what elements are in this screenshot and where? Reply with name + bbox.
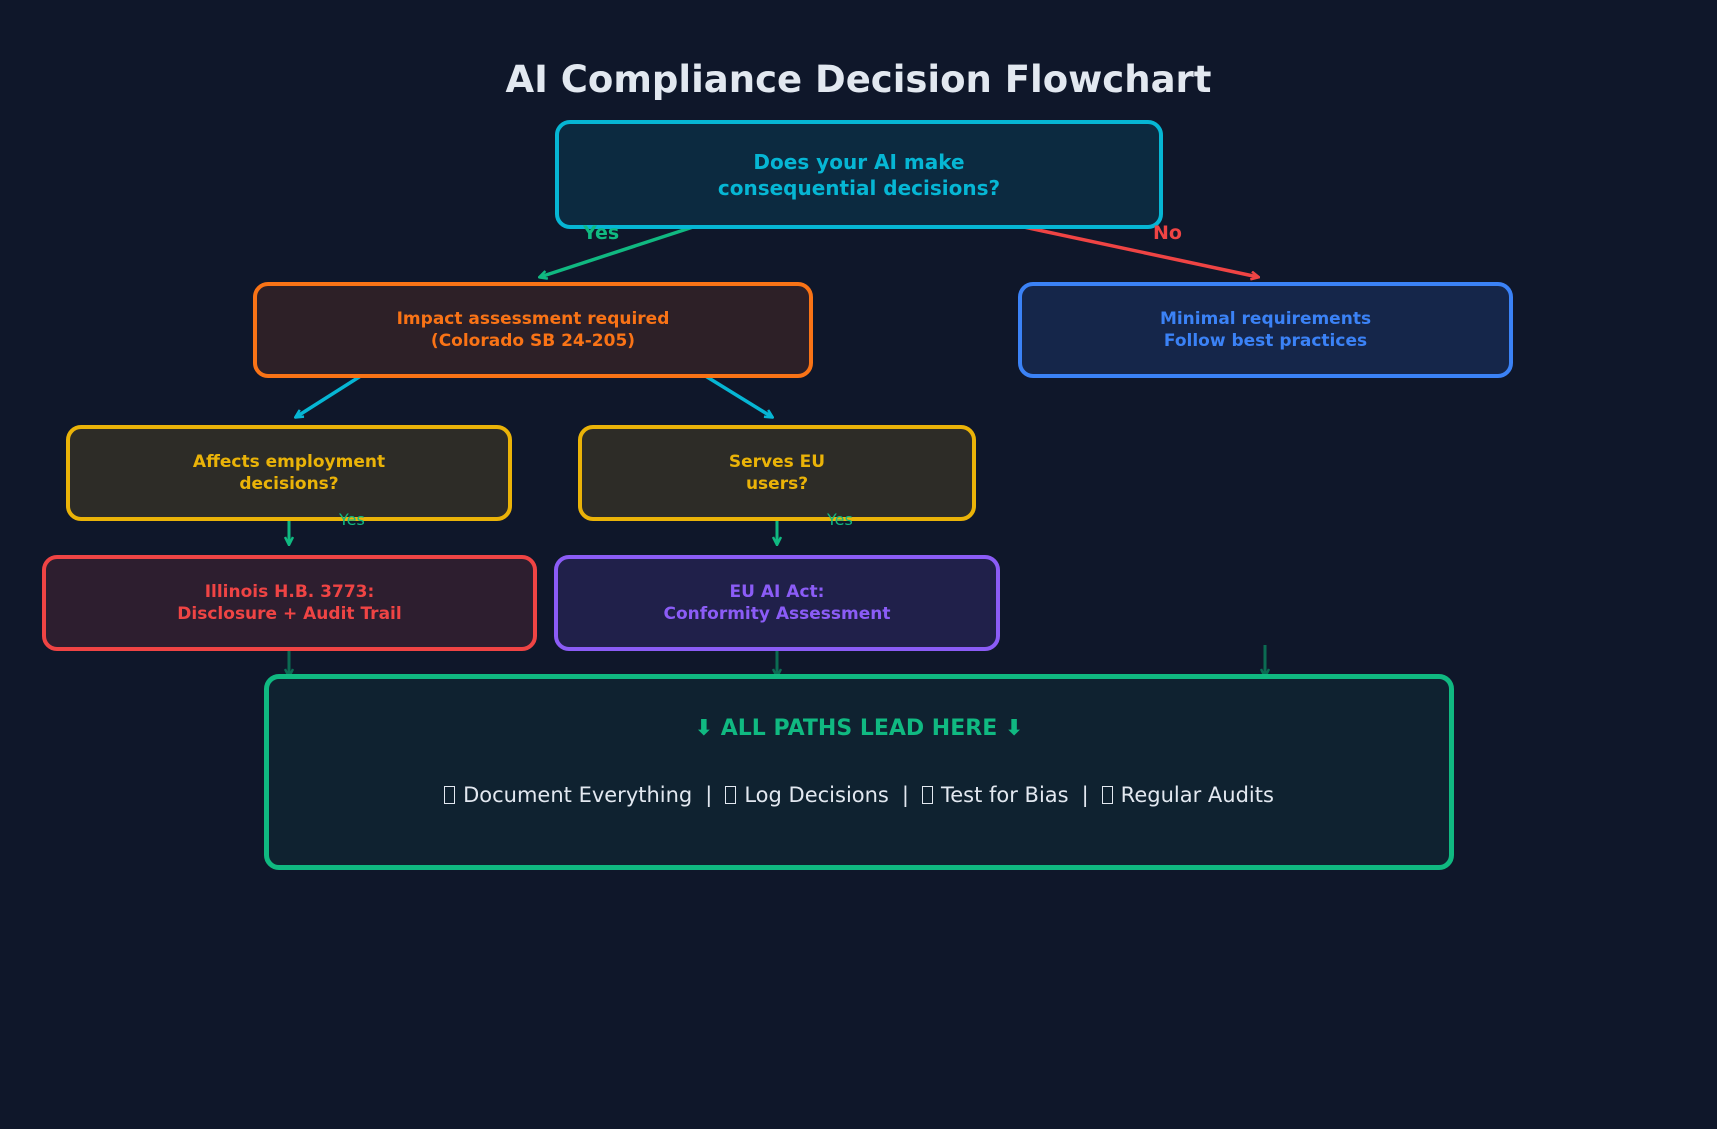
node-eu-ai-act: EU AI Act: Conformity Assessment <box>554 555 1000 651</box>
edge-impact-employment <box>296 370 368 417</box>
log-icon <box>725 786 737 805</box>
node-line: consequential decisions? <box>717 175 1001 200</box>
chart-title: AI Compliance Decision Flowchart <box>505 58 1212 101</box>
label-yes-root: Yes <box>583 222 620 244</box>
node-consequential-decisions: Does your AI make consequential decision… <box>555 120 1163 229</box>
node-line: Affects employment <box>192 451 386 472</box>
node-line: (Colorado SB 24-205) <box>430 331 636 351</box>
edge-root-yes <box>540 225 694 277</box>
node-line: Conformity Assessment <box>663 604 891 624</box>
practice-item: Regular Audits <box>1120 782 1274 807</box>
node-affects-employment: Affects employment decisions? <box>66 425 512 521</box>
practice-item: Test for Bias <box>940 782 1069 807</box>
node-minimal-requirements: Minimal requirements Follow best practic… <box>1018 282 1513 378</box>
node-line: Serves EU <box>728 451 826 472</box>
node-line: users? <box>745 474 809 494</box>
node-line: Minimal requirements <box>1159 308 1372 329</box>
separator: | <box>705 782 713 807</box>
node-all-paths: ⬇ ALL PATHS LEAD HERE ⬇ Document Everyth… <box>264 674 1454 870</box>
node-line: Illinois H.B. 3773: <box>204 581 375 602</box>
node-line: Follow best practices <box>1163 331 1368 351</box>
edge-root-no <box>1023 225 1258 277</box>
practice-item: Document Everything <box>463 782 693 807</box>
node-line: EU AI Act: <box>729 581 825 602</box>
node-line: Disclosure + Audit Trail <box>177 604 402 624</box>
final-heading: ⬇ ALL PATHS LEAD HERE ⬇ <box>694 716 1024 741</box>
label-yes-employment: Yes <box>339 510 365 529</box>
label-no-root: No <box>1153 222 1182 244</box>
node-line: decisions? <box>239 474 339 494</box>
separator: | <box>901 782 909 807</box>
document-icon <box>444 786 456 805</box>
node-impact-assessment: Impact assessment required (Colorado SB … <box>253 282 813 378</box>
practice-item: Log Decisions <box>744 782 889 807</box>
node-line: Does your AI make <box>753 149 965 174</box>
label-yes-eu: Yes <box>827 510 853 529</box>
separator: | <box>1081 782 1089 807</box>
audit-icon <box>1101 786 1113 805</box>
practice-list: Document Everything | Log Decisions | Te… <box>444 782 1274 809</box>
node-line: Impact assessment required <box>396 308 670 329</box>
node-illinois-hb3773: Illinois H.B. 3773: Disclosure + Audit T… <box>42 555 537 651</box>
test-icon <box>921 786 933 805</box>
edge-impact-eu <box>698 370 772 417</box>
node-serves-eu-users: Serves EU users? <box>578 425 976 521</box>
